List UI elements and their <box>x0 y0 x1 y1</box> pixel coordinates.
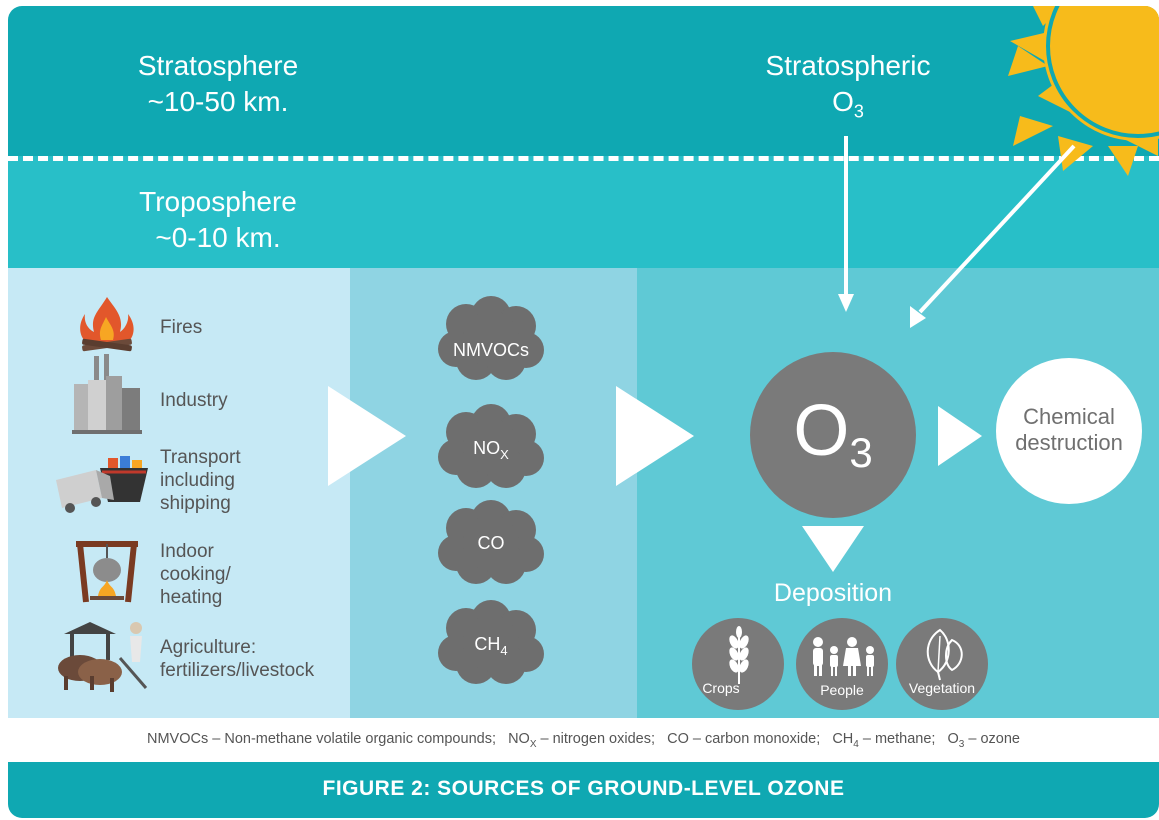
source-label-cooking: Indoor cooking/ heating <box>160 541 231 608</box>
footnote-bar <box>8 718 1159 762</box>
source-label-fires: Fires <box>160 317 203 338</box>
pollutant-label-ch4: CH4 <box>474 634 508 658</box>
pollutant-label-nox: NOX <box>473 438 509 462</box>
downward-arrows <box>838 136 1076 328</box>
receptor-label-crops: Crops <box>702 680 740 696</box>
troposphere-label: Troposphere ~0-10 km. <box>98 184 338 256</box>
stratosphere-title: Stratosphere <box>137 50 299 81</box>
figure-caption: FIGURE 2: SOURCES OF GROUND-LEVEL OZONE <box>322 777 845 800</box>
tropopause-dashed-line <box>8 156 1159 161</box>
receptor-vegetation <box>896 618 988 710</box>
stratospheric-o3-formula: O3 <box>832 86 864 122</box>
wheat-icon <box>729 626 749 684</box>
sun-icon <box>1008 6 1159 176</box>
source-label-industry: Industry <box>160 390 228 411</box>
ozone-circle <box>750 352 916 518</box>
ozone-to-deposition-arrow <box>802 526 864 572</box>
deposition-label: Deposition <box>773 579 893 607</box>
pollutant-label-co: CO <box>477 533 505 553</box>
stratosphere-band <box>8 6 1159 156</box>
troposphere-title: Troposphere <box>139 186 297 217</box>
stratospheric-o3-label: Stratospheric O3 <box>728 48 968 130</box>
abbreviations-footnote: NMVOCs – Non-methane volatile organic co… <box>147 731 1020 750</box>
fire-icon <box>80 297 134 352</box>
source-label-agriculture: Agriculture: fertilizers/livestock <box>160 637 315 681</box>
pollutant-cloud-nmvocs <box>438 296 544 380</box>
chemical-destruction-circle <box>996 358 1142 504</box>
receptor-label-people: People <box>820 682 864 698</box>
leaf-icon <box>926 628 963 681</box>
family-icon <box>813 637 874 676</box>
troposphere-band <box>8 156 1159 268</box>
ozone-label: O3 <box>793 391 873 476</box>
stratospheric-o3-title: Stratospheric <box>765 50 931 81</box>
pollutant-cloud-nox <box>438 404 544 488</box>
caption-bar <box>8 762 1159 818</box>
ox-plough-icon <box>58 622 148 692</box>
pollutants-to-ozone-arrow <box>616 386 694 486</box>
cooking-pot-icon <box>76 541 138 603</box>
factory-icon <box>72 354 142 434</box>
source-label-transport: Transport including shipping <box>160 447 241 514</box>
sources-to-pollutants-arrow <box>328 386 406 486</box>
chemical-destruction-label: Chemical destruction <box>1015 404 1123 455</box>
receptor-label-vegetation: Vegetation <box>908 680 976 696</box>
pollutant-cloud-co <box>438 500 544 584</box>
pollutant-label-nmvocs: NMVOCs <box>453 340 529 360</box>
ozone-to-destruction-arrow <box>938 406 982 466</box>
truck-ship-icon <box>56 456 148 513</box>
stratosphere-range: ~10-50 km. <box>147 86 289 117</box>
stratosphere-label: Stratosphere ~10-50 km. <box>98 48 338 120</box>
figure-frame: Stratosphere ~10-50 km. Troposphere ~0-1… <box>8 6 1159 818</box>
troposphere-range: ~0-10 km. <box>155 222 281 253</box>
pollutant-cloud-ch4 <box>438 600 544 684</box>
